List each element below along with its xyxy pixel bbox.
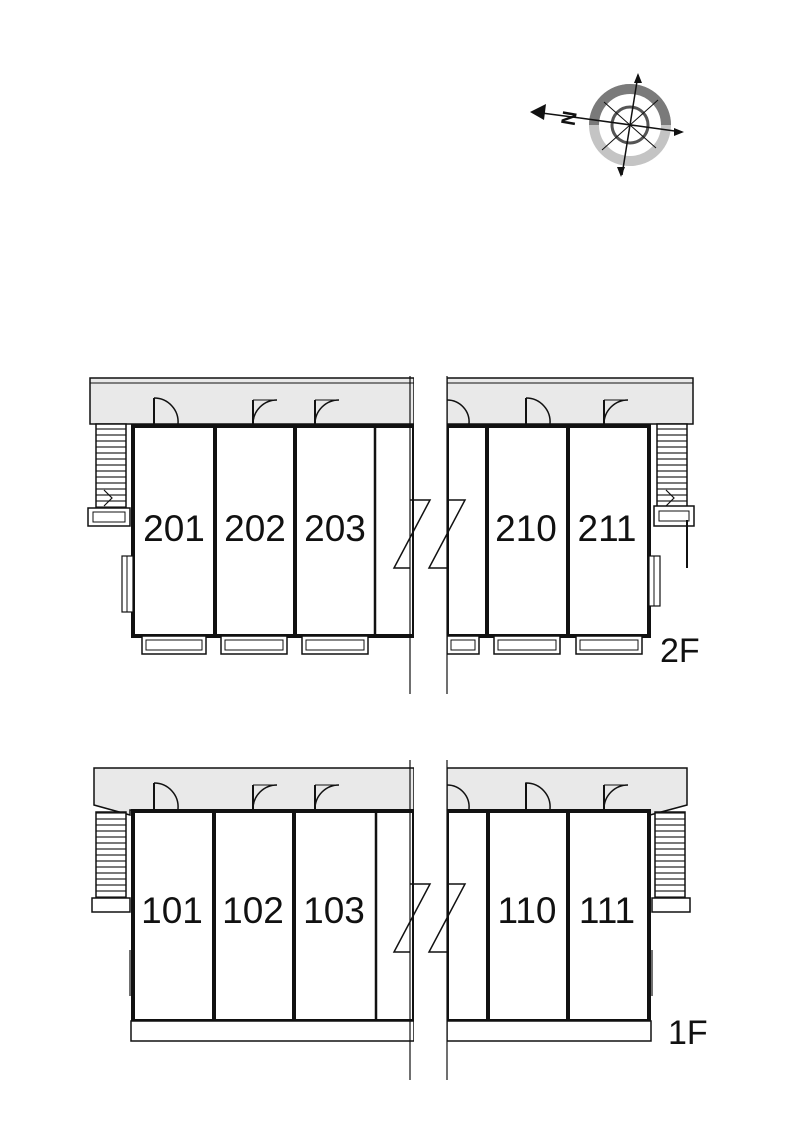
break-symbol — [392, 499, 467, 569]
units-right — [445, 424, 651, 638]
units-left — [131, 424, 416, 638]
compass: N — [530, 73, 684, 177]
door — [525, 782, 551, 810]
balcony — [493, 635, 561, 655]
unit-label-102: 102 — [222, 890, 284, 931]
unit-label-202: 202 — [224, 508, 286, 549]
door — [603, 784, 629, 810]
unit-label-201: 201 — [143, 508, 205, 549]
unit-label-103: 103 — [303, 890, 365, 931]
balcony — [220, 635, 288, 655]
staircase-left — [91, 811, 131, 913]
staircase-left — [87, 423, 131, 527]
break-gap — [409, 370, 448, 700]
corridor — [89, 377, 694, 425]
door — [446, 784, 470, 810]
staircase-right — [651, 811, 691, 913]
door — [252, 399, 278, 425]
terrace — [130, 1020, 652, 1042]
compass-rose-icon — [530, 73, 684, 177]
floor-label-2f: 2F — [660, 632, 700, 670]
north-label: N — [556, 109, 580, 127]
unit-label-211: 211 — [578, 508, 637, 549]
door — [252, 784, 278, 810]
balcony — [575, 635, 643, 655]
door — [446, 399, 470, 425]
corridor — [93, 767, 688, 816]
door — [603, 399, 629, 425]
balcony — [301, 635, 369, 655]
floor-1f: 101 102 103 110 111 1F — [91, 760, 708, 1090]
door — [153, 782, 179, 810]
unit-label-210: 210 — [495, 508, 557, 549]
unit-label-101: 101 — [141, 890, 203, 931]
door — [314, 399, 340, 425]
side-window — [648, 555, 661, 607]
break-gap — [409, 760, 448, 1090]
units-left — [131, 809, 416, 1023]
unit-label-203: 203 — [304, 508, 366, 549]
units-right — [445, 809, 651, 1023]
unit-label-111: 111 — [579, 890, 635, 931]
break-symbol — [392, 883, 467, 953]
balcony — [141, 635, 207, 655]
staircase-right — [653, 423, 695, 568]
door — [525, 397, 551, 425]
door — [314, 784, 340, 810]
unit-label-110: 110 — [498, 890, 557, 931]
side-window — [121, 555, 134, 613]
floor-2f: 201 202 203 210 211 2F — [87, 370, 700, 700]
door — [153, 397, 179, 425]
floor-label-1f: 1F — [668, 1014, 708, 1052]
balcony — [446, 635, 480, 655]
